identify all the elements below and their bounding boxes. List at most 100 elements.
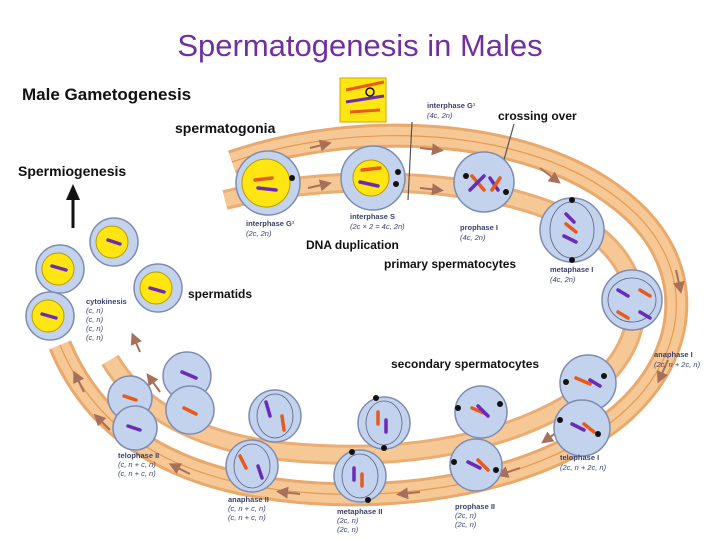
stage-ploidy: (2c, n) — [455, 520, 477, 529]
flow-arrows — [73, 139, 685, 500]
spindle — [233, 443, 271, 489]
page-title: Spermatogenesis in Males — [177, 28, 543, 63]
stage-name: cytokinesis — [86, 297, 127, 306]
chromosome — [264, 400, 272, 418]
chromosome — [238, 454, 248, 470]
label-dna-duplication: DNA duplication — [306, 238, 399, 252]
stage-ploidy: (c, n) — [86, 306, 104, 315]
anaphase-2-cell-top — [248, 389, 302, 443]
prophase-1-cell — [453, 151, 515, 213]
chromosome — [564, 212, 576, 224]
stage-name: metaphase II — [337, 507, 382, 516]
centrosome — [395, 169, 401, 175]
centrosome — [595, 431, 601, 437]
centrosome — [569, 257, 575, 263]
stage-ploidy: (c, n) — [86, 324, 104, 333]
centrosome — [463, 173, 469, 179]
chromosome — [466, 460, 482, 470]
chromosome — [476, 404, 490, 418]
chromosome — [468, 174, 486, 192]
stage-ploidy: (2c, n + 2c, n) — [654, 360, 701, 369]
spermiogenesis-arrow — [66, 184, 80, 228]
chromosome — [280, 414, 286, 432]
stage-ploidy: (c, n + c, n) — [228, 513, 266, 522]
chromosome — [122, 394, 138, 402]
centrosome — [497, 401, 503, 407]
chromosome — [638, 310, 652, 320]
stage-name: metaphase I — [550, 265, 593, 274]
diagram-labels: Male Gametogenesis spermatogonia Spermio… — [18, 85, 701, 534]
stage-name: telophase I — [560, 453, 599, 462]
label-spermiogenesis: Spermiogenesis — [18, 163, 126, 179]
stage-name: prophase I — [460, 223, 498, 232]
centrosome — [455, 405, 461, 411]
centrosome — [451, 459, 457, 465]
chromosome — [50, 264, 68, 272]
stage-name: prophase II — [455, 502, 495, 511]
chromosome — [574, 376, 592, 386]
chromosome — [490, 176, 502, 192]
stage-ploidy: (2c, n + 2c, n) — [560, 463, 607, 472]
stage-name: interphase G¹ — [427, 101, 476, 110]
label-secondary-spermatocytes: secondary spermatocytes — [391, 357, 539, 371]
chromosome — [616, 288, 630, 298]
spindle — [256, 393, 294, 439]
spindle — [341, 453, 379, 499]
stage-name: interphase G¹ — [246, 219, 295, 228]
chromosome — [616, 310, 630, 320]
centrosome — [349, 449, 355, 455]
centrosome — [393, 181, 399, 187]
centrosome — [503, 189, 509, 195]
crossing-over-inset — [339, 77, 515, 201]
metaphase-2-cell-bottom — [333, 449, 387, 503]
centrosome — [365, 497, 371, 503]
stage-ploidy: (2c, n) — [337, 516, 359, 525]
stage-ploidy: (4c, 2n) — [427, 111, 453, 120]
stage-name: telophase II — [118, 451, 159, 460]
nucleus — [352, 159, 390, 197]
chromosome — [564, 222, 578, 234]
centrosome — [493, 467, 499, 473]
chromosome — [180, 370, 198, 380]
label-primary-spermatocytes: primary spermatocytes — [384, 257, 516, 271]
label-spermatogonia: spermatogonia — [175, 120, 276, 136]
chromosome — [256, 186, 278, 192]
centrosome — [289, 175, 295, 181]
chromosome — [570, 422, 586, 432]
stage-ploidy: (2c, 2n) — [246, 229, 272, 238]
stage-ploidy: (4c, 2n) — [460, 233, 486, 242]
centrosome — [569, 197, 575, 203]
stage-name: interphase S — [350, 212, 395, 221]
cell-illustrations — [25, 145, 663, 503]
stage-ploidy: (c, n) — [86, 315, 104, 324]
chromosome — [126, 424, 142, 432]
anaphase-1-cell — [601, 269, 663, 331]
chromosome — [182, 406, 198, 416]
chromosome — [358, 180, 380, 188]
chromosome — [588, 378, 602, 388]
chromosome — [40, 312, 58, 320]
chromosome — [476, 458, 490, 472]
stage-ploidy: (4c, 2n) — [550, 275, 576, 284]
chromosome — [582, 422, 596, 434]
centrosome — [601, 373, 607, 379]
stage-ploidy: (2c, n) — [337, 525, 359, 534]
centrosome — [381, 445, 387, 451]
stage-ploidy: (c, n + c, n) — [118, 460, 156, 469]
chromosome — [148, 286, 166, 294]
stage-ploidy: (c, n + c, n) — [228, 504, 266, 513]
centrosome — [373, 395, 379, 401]
stage-name: anaphase II — [228, 495, 269, 504]
stage-ploidy: (c, n + c, n) — [118, 469, 156, 478]
anaphase-2-cell-bottom — [225, 439, 279, 493]
centrosome — [563, 379, 569, 385]
label-crossing-over: crossing over — [498, 109, 577, 123]
spindle — [607, 277, 657, 323]
stage-ploidy: (2c × 2 = 4c, 2n) — [350, 222, 405, 231]
chromosome — [360, 166, 382, 172]
chromosome — [106, 238, 122, 246]
chromosome — [638, 288, 652, 298]
stage-ploidy: (2c, n) — [455, 511, 477, 520]
stage-ploidy: (c, n) — [86, 333, 104, 342]
